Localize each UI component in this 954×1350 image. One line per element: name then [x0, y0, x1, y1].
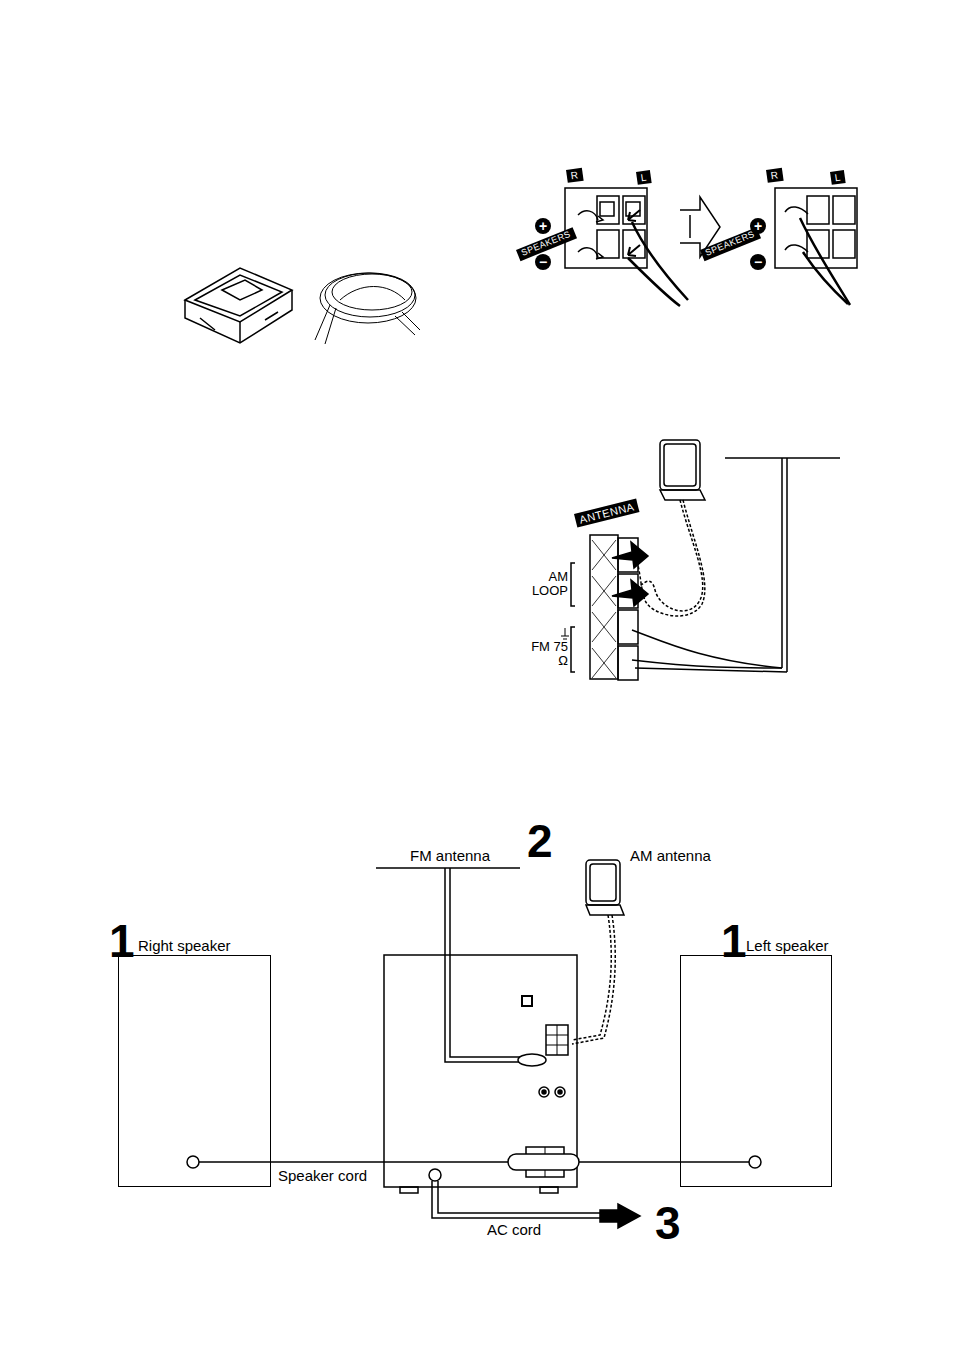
- fm-antenna-wire: [376, 868, 520, 1062]
- part-label: AM antenna: [630, 848, 711, 865]
- part-label: AC cord: [487, 1222, 541, 1239]
- speaker-box: 1Left speaker: [680, 955, 832, 1187]
- part-label: Speaker cord: [278, 1168, 367, 1185]
- speaker-box: 1Right speaker: [118, 955, 271, 1187]
- part-label: Right speaker: [138, 938, 231, 955]
- callout-number: 2: [527, 818, 553, 864]
- terminal-tag: L: [636, 170, 652, 185]
- am-antenna: [572, 860, 624, 1044]
- arrow: [600, 1204, 640, 1228]
- terminal-tag: R: [566, 168, 583, 183]
- callout-number: 3: [655, 1200, 681, 1246]
- ac-cord: [432, 1181, 600, 1218]
- antenna-terminal: [561, 440, 840, 680]
- polarity-symbol: −: [750, 254, 766, 270]
- terminal-tag: ANTENNA: [574, 499, 640, 528]
- terminal-tag: R: [766, 168, 783, 183]
- fm-wire-antenna: [315, 273, 420, 344]
- terminal-label: FM 75 Ω: [524, 640, 568, 669]
- callout-number: 1: [721, 918, 747, 964]
- speaker-cord: [199, 1161, 750, 1163]
- terminal-tag: L: [830, 170, 846, 185]
- polarity-symbol: +: [750, 218, 766, 234]
- terminal-label: AM LOOP: [524, 570, 568, 599]
- callout-number: 1: [109, 918, 135, 964]
- polarity-symbol: +: [535, 218, 551, 234]
- speaker-terminal: [775, 188, 857, 305]
- am-loop-antenna: [185, 268, 292, 343]
- part-label: Left speaker: [746, 938, 829, 955]
- polarity-symbol: −: [535, 254, 551, 270]
- speaker-terminal: [565, 188, 688, 306]
- part-label: FM antenna: [410, 848, 490, 865]
